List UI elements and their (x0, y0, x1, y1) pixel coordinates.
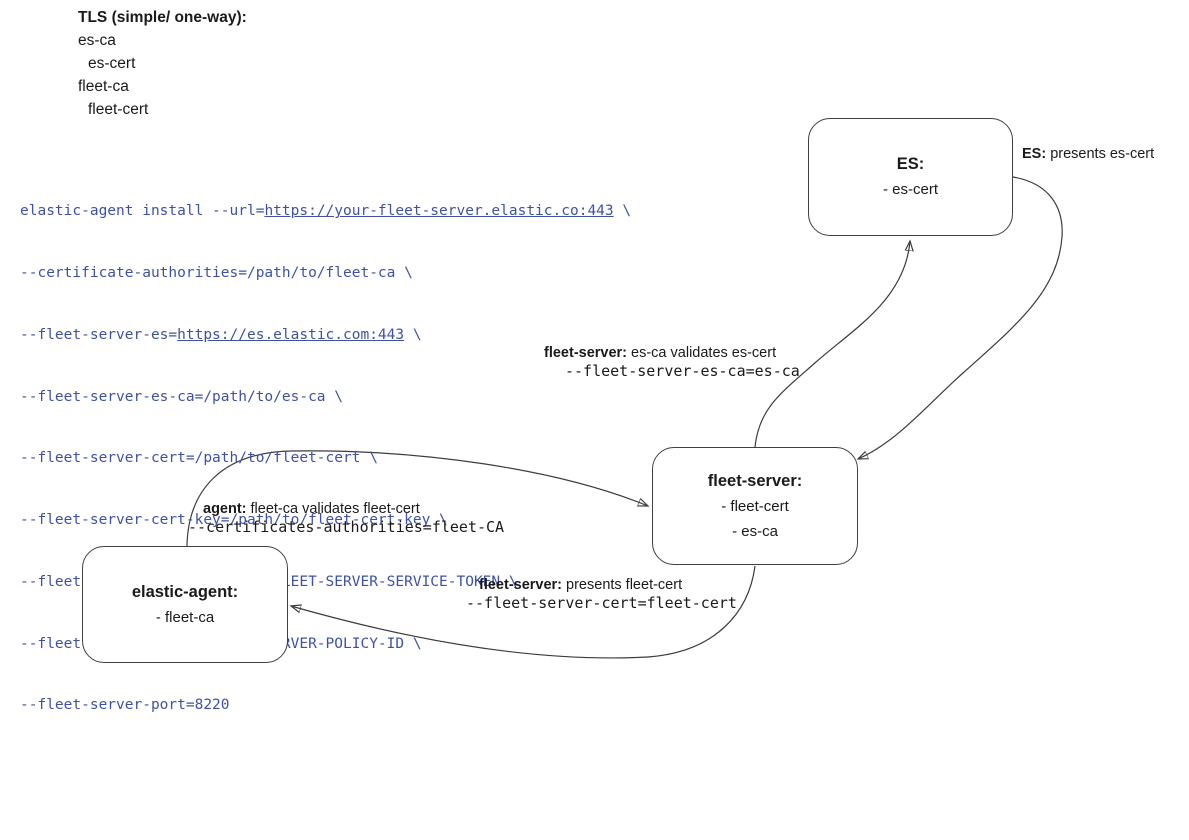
node-fleet-server-cert-line: - fleet-cert (721, 497, 789, 515)
edge-agent-to-fleet-server (186, 450, 648, 547)
annotation-flag-code: --fleet-server-cert=fleet-cert (466, 594, 737, 612)
annotation-bold-label: fleet-server: (544, 345, 628, 361)
annotation-text: presents fleet-cert (562, 577, 683, 593)
annotation-flag-code: --certificates-authorities=fleet-CA (188, 518, 505, 536)
annotation-bold-label: ES: (1022, 146, 1047, 162)
annotation-fleet-presents-cert: fleet-server: presents fleet-cert --flee… (466, 577, 737, 613)
command-line: elastic-agent install --url=https://your… (20, 201, 631, 222)
legend-item-es-cert: es-cert (88, 55, 136, 72)
legend-title: TLS (simple/ one-way): (78, 9, 247, 26)
annotation-bold-label: fleet-server: (479, 577, 563, 593)
legend-item-es-ca: es-ca (78, 32, 116, 49)
node-fleet-server[interactable]: fleet-server: - fleet-cert - es-ca (652, 447, 858, 565)
annotation-text: presents es-cert (1046, 146, 1155, 162)
annotation-es-presents: ES: presents es-cert (1022, 146, 1154, 163)
annotation-fleet-validates-es: fleet-server: es-ca validates es-cert --… (544, 345, 800, 381)
node-elastic-agent[interactable]: elastic-agent: - fleet-ca (82, 546, 288, 663)
node-elastic-agent-ca-line: - fleet-ca (155, 608, 215, 626)
install-command-block: elastic-agent install --url=https://your… (20, 160, 631, 757)
annotation-text: fleet-ca validates fleet-cert (246, 501, 420, 517)
command-text: \ (613, 203, 632, 220)
command-text: elastic-agent install --url= (20, 203, 265, 220)
annotation-line: fleet-server: presents fleet-cert (466, 577, 737, 594)
fleet-server-url-link[interactable]: https://your-fleet-server.elastic.co:443 (264, 203, 614, 220)
command-line: --fleet-server-cert=/path/to/fleet-cert … (20, 450, 378, 467)
annotation-line: fleet-server: es-ca validates es-cert (544, 345, 800, 362)
command-line: --certificate-authorities=/path/to/fleet… (20, 264, 413, 281)
command-line: --fleet-server-port=8220 (20, 697, 230, 714)
node-es[interactable]: ES: - es-cert (808, 118, 1013, 236)
node-fleet-server-ca-line: - es-ca (732, 522, 778, 540)
annotation-text: es-ca validates es-cert (627, 345, 777, 361)
node-fleet-server-title: fleet-server: (707, 471, 803, 490)
annotation-line: agent: fleet-ca validates fleet-cert (188, 501, 504, 518)
command-line: --fleet-server-es-ca=/path/to/es-ca \ (20, 388, 344, 405)
annotation-flag-code: --fleet-server-es-ca=es-ca (565, 362, 800, 380)
node-es-title: ES: (896, 155, 925, 173)
command-text: \ (404, 326, 422, 343)
legend-item-fleet-cert: fleet-cert (88, 101, 149, 118)
tls-legend: TLS (simple/ one-way): es-ca es-cert fle… (78, 6, 247, 121)
command-line: --fleet-server-es=https://es.elastic.com… (20, 325, 631, 346)
node-es-cert-line: - es-cert (882, 181, 938, 198)
legend-item-fleet-ca: fleet-ca (78, 78, 129, 95)
edge-es-to-fleet-server (858, 176, 1063, 459)
edge-fleet-server-to-agent (291, 565, 756, 659)
command-line: --fleet-server-cert-key=/path/to/fleet-c… (20, 512, 448, 529)
annotation-bold-label: agent: (203, 501, 247, 517)
edge-fleet-server-to-es (754, 241, 910, 448)
es-url-link[interactable]: https://es.elastic.com:443 (177, 326, 405, 343)
command-text: --fleet-server-es= (20, 326, 178, 343)
node-elastic-agent-title: elastic-agent: (131, 582, 239, 601)
annotation-agent-validates-fleet: agent: fleet-ca validates fleet-cert --c… (188, 501, 504, 537)
